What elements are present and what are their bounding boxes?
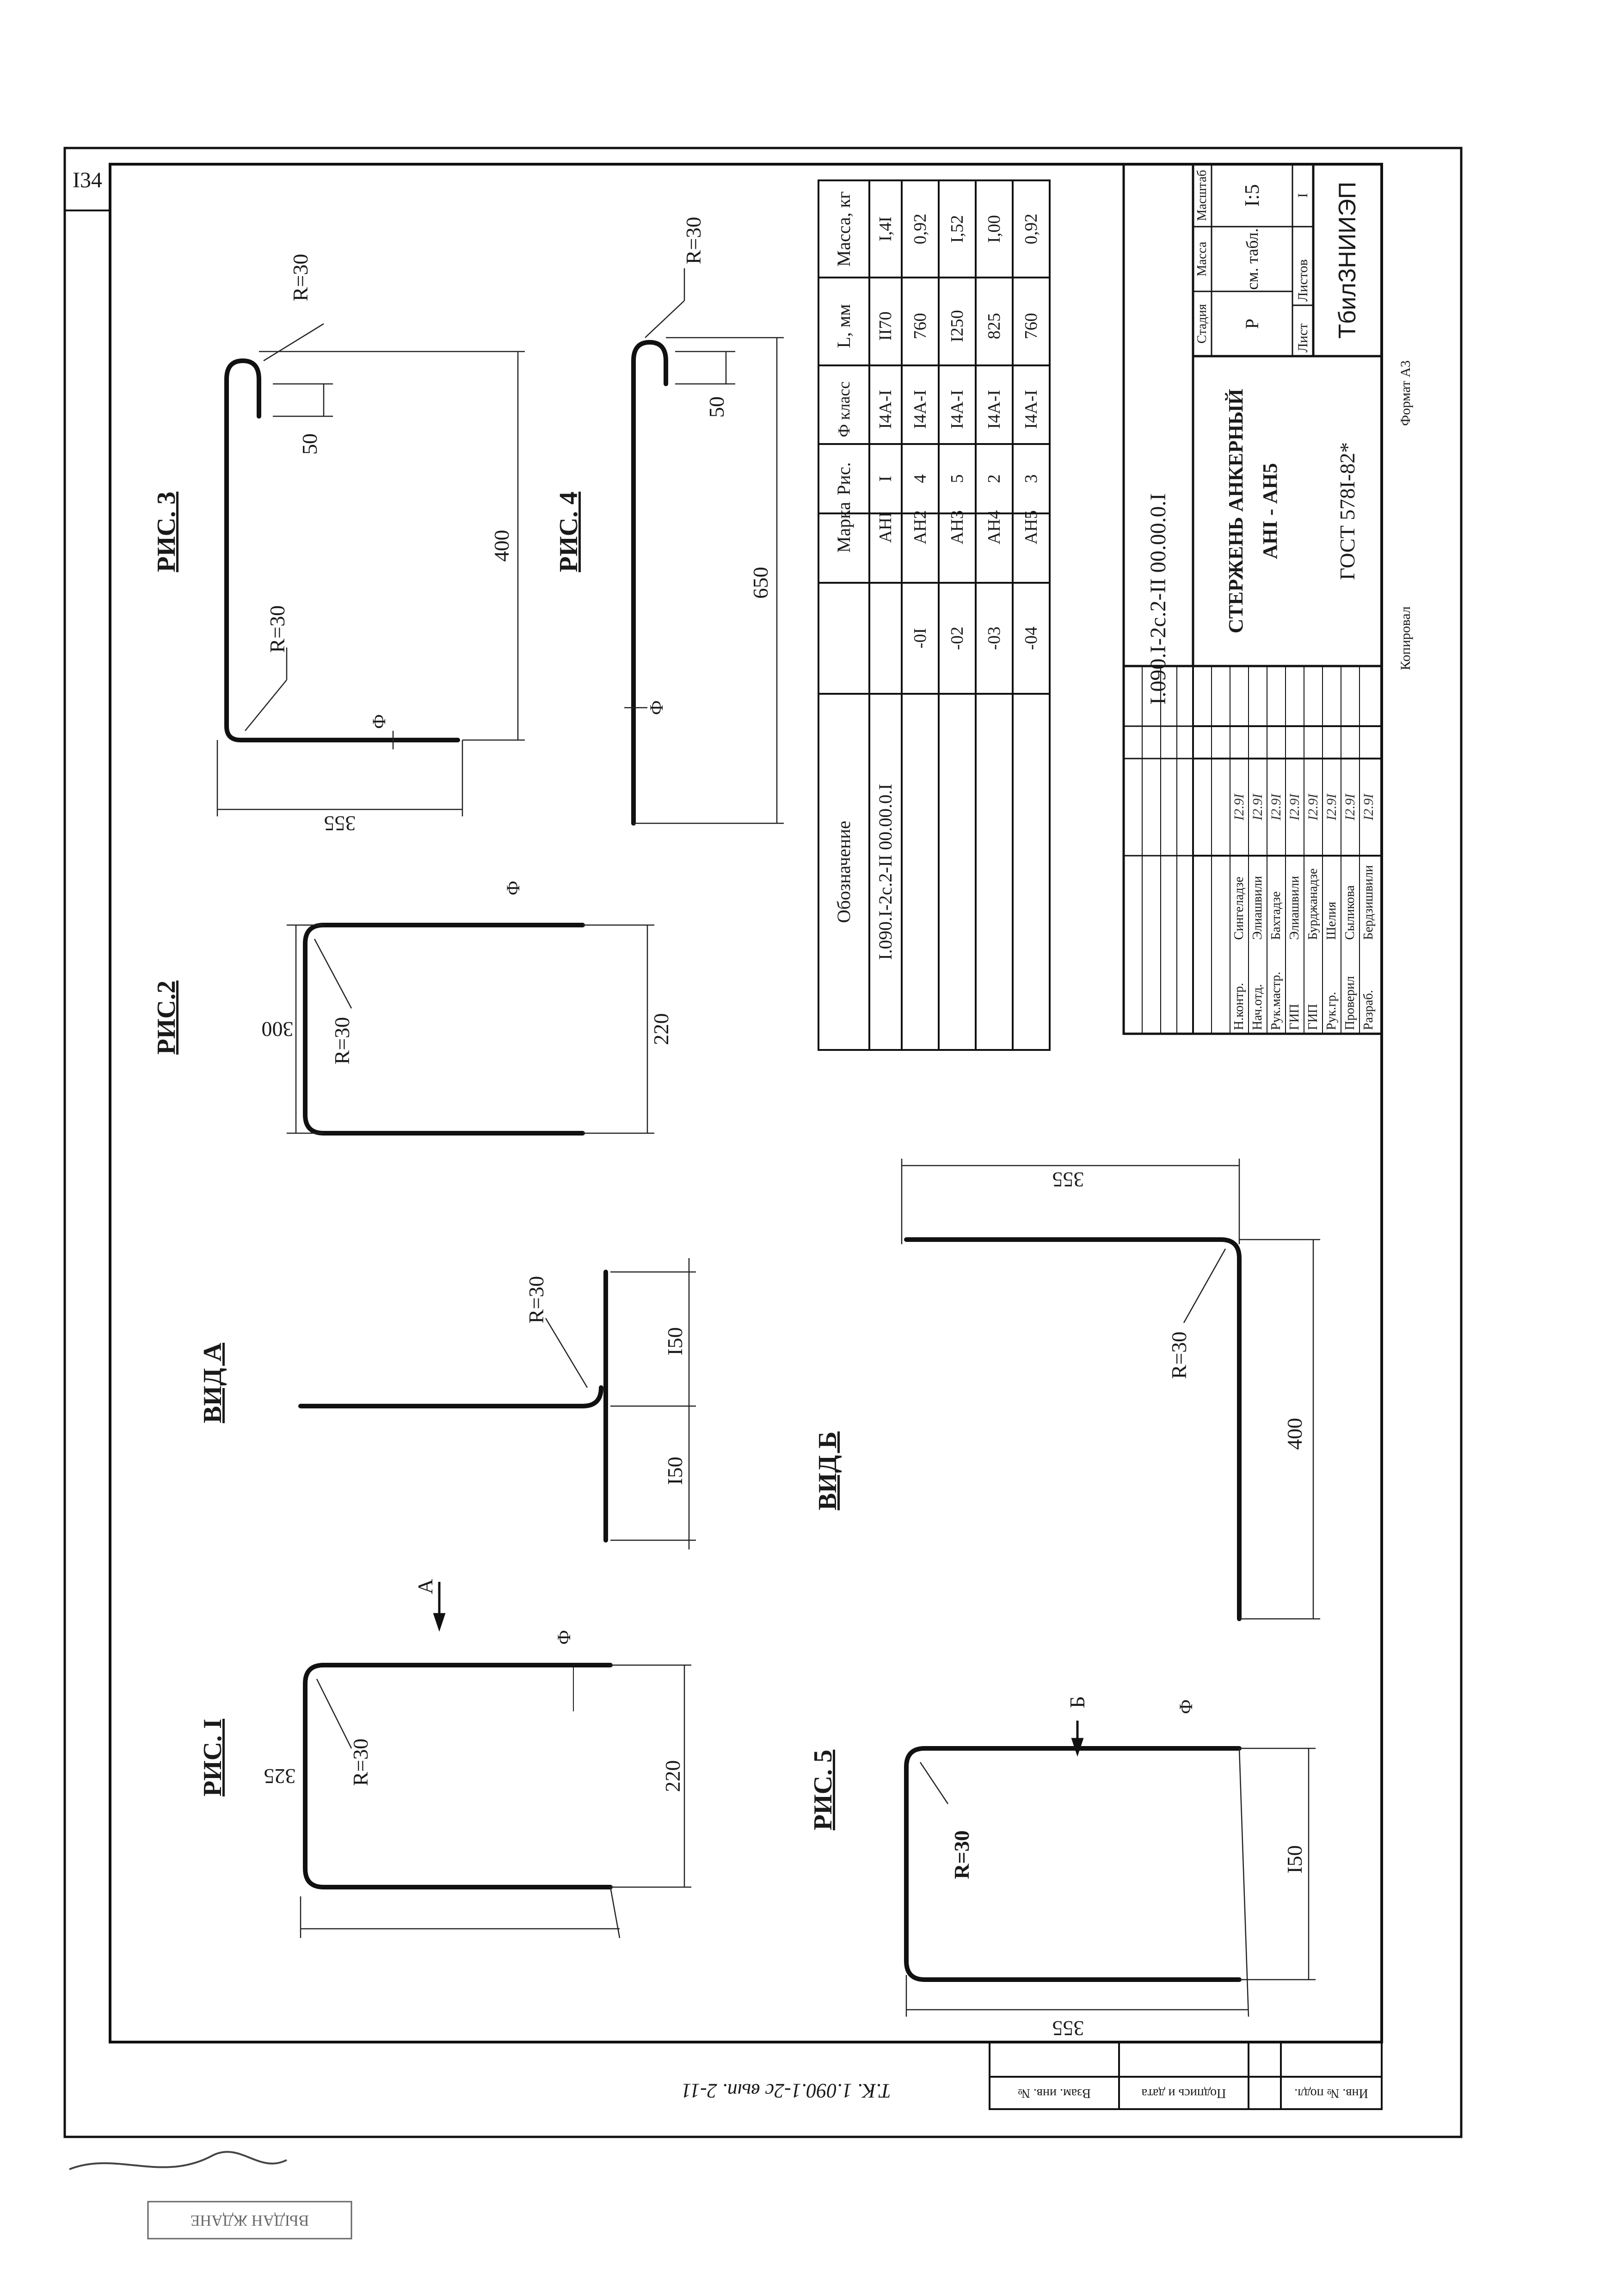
view-a-dimensions [545,1258,696,1549]
handwritten-signature [69,2151,287,2170]
spec-table-grid [818,179,1051,1051]
view-b-rebar [904,1237,1242,1621]
fig5-arrow [1071,1721,1084,1757]
fig1-rebar [303,1663,613,1889]
title-block-grid [1122,163,1383,1035]
fig5-dimensions [905,1747,1316,2017]
view-a-rebar [298,1270,608,1543]
fig1-dimensions [300,1664,691,1938]
fig2-dimensions [287,924,654,1134]
fig4-rebar [631,340,668,826]
fig2-rebar [303,923,585,1136]
view-b-dimensions [901,1159,1320,1620]
stamp [147,2201,352,2240]
view-a-arrow [433,1582,446,1632]
fig5-rebar [904,1746,1242,1982]
fig4-dimensions [624,268,784,824]
left-strip-frame [989,2041,1383,2110]
fig3-dimensions [216,323,525,816]
fig3-rebar [224,358,460,742]
